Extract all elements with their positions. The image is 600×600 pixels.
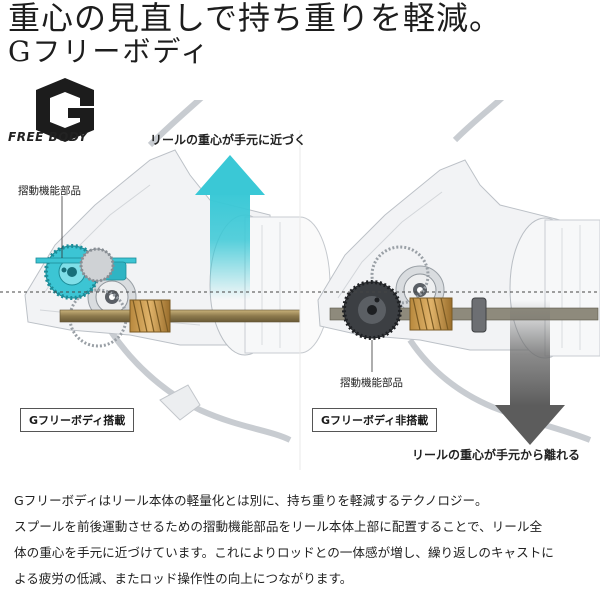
left-arrow-label: リールの重心が手元に近づく <box>150 133 307 147</box>
headline: 重心の見直しで持ち重りを軽減。 Gフリーボディ <box>8 0 502 68</box>
right-arrow-label: リールの重心が手元から離れる <box>412 448 581 462</box>
description-line1: Gフリーボディはリール本体の軽量化とは別に、持ち重りを軽減するテクノロジー。 <box>14 493 488 508</box>
right-panel-tag: Gフリーボディ非搭載 <box>312 408 438 432</box>
description-line4: よる疲労の低減、またロッド操作性の向上につながります。 <box>14 571 353 586</box>
left-internals <box>35 244 301 348</box>
reel-comparison-illustration <box>0 100 600 470</box>
free-body-logo-text: FREE BODY <box>8 130 88 144</box>
headline-line1: 重心の見直しで持ち重りを軽減。 <box>8 0 503 37</box>
description-line3: 体の重心を手元に近づけています。これによりロッドとの一体感が増し、繰り返しのキャ… <box>14 545 554 560</box>
right-part-label: 摺動機能部品 <box>340 377 403 389</box>
g-logo-icon <box>36 78 94 142</box>
right-center-of-gravity-arrow <box>495 300 565 445</box>
left-part-label: 摺動機能部品 <box>18 185 81 197</box>
left-panel-tag: Gフリーボディ搭載 <box>20 408 135 432</box>
right-sliding-part-dark <box>342 280 402 340</box>
headline-line2: Gフリーボディ <box>8 35 211 68</box>
description: Gフリーボディはリール本体の軽量化とは別に、持ち重りを軽減するテクノロジー。 ス… <box>14 488 586 592</box>
description-line2: スプールを前後運動させるための摺動機能部品をリール本体上部に配置することで、リー… <box>14 519 543 534</box>
left-center-of-gravity-arrow <box>195 155 265 300</box>
